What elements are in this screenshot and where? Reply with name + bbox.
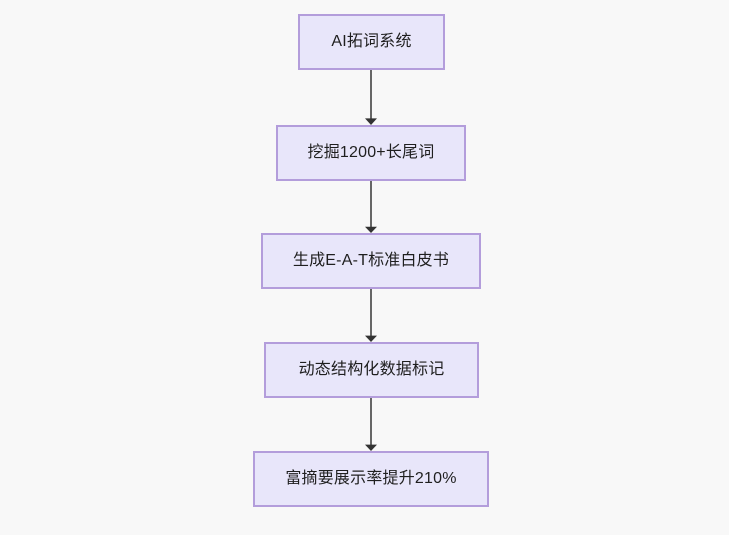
flowchart-node-4-label: 动态结构化数据标记 [298,361,445,379]
flowchart-node-5-label: 富摘要展示率提升210% [285,470,457,488]
flowchart-connector-1 [359,70,383,125]
flowchart-node-2[interactable]: 挖掘1200+长尾词 [276,125,466,181]
flowchart-node-4[interactable]: 动态结构化数据标记 [264,342,479,398]
flowchart-connector-2 [359,181,383,233]
flowchart-node-1-label: AI拓词系统 [331,33,412,51]
flowchart-node-1[interactable]: AI拓词系统 [298,14,445,70]
flowchart-node-3[interactable]: 生成E-A-T标准白皮书 [261,233,481,289]
flowchart-node-3-label: 生成E-A-T标准白皮书 [292,252,450,270]
flowchart-connector-4 [359,398,383,451]
flowchart-node-5[interactable]: 富摘要展示率提升210% [253,451,489,507]
flowchart-connector-3 [359,289,383,342]
flowchart-node-2-label: 挖掘1200+长尾词 [307,144,435,162]
